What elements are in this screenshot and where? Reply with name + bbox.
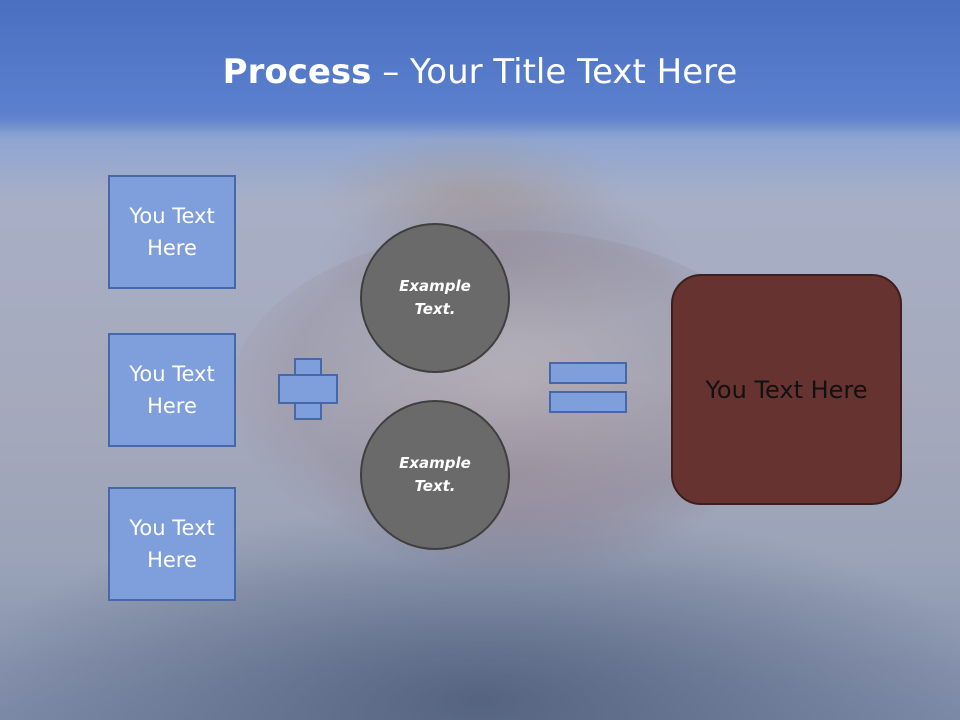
plus-icon-horizontal (278, 374, 338, 404)
text-box-1: You Text Here (108, 175, 236, 289)
equals-icon-bottom-bar (549, 391, 627, 413)
circle-label: Example Text. (399, 277, 471, 318)
result-box: You Text Here (671, 274, 902, 505)
title-bold: Process (222, 52, 372, 92)
title-rest: Your Title Text Here (410, 52, 738, 92)
text-box-2: You Text Here (108, 333, 236, 447)
text-box-label: You Text Here (129, 204, 215, 260)
equals-icon-top-bar (549, 362, 627, 384)
title-separator: – (371, 52, 411, 92)
title-band (0, 0, 960, 132)
slide-title: Process – Your Title Text Here (0, 52, 960, 92)
text-box-label: You Text Here (129, 362, 215, 418)
result-label: You Text Here (705, 375, 868, 404)
text-box-label: You Text Here (129, 516, 215, 572)
example-circle-1: Example Text. (360, 223, 510, 373)
example-circle-2: Example Text. (360, 400, 510, 550)
circle-label: Example Text. (399, 454, 471, 495)
text-box-3: You Text Here (108, 487, 236, 601)
